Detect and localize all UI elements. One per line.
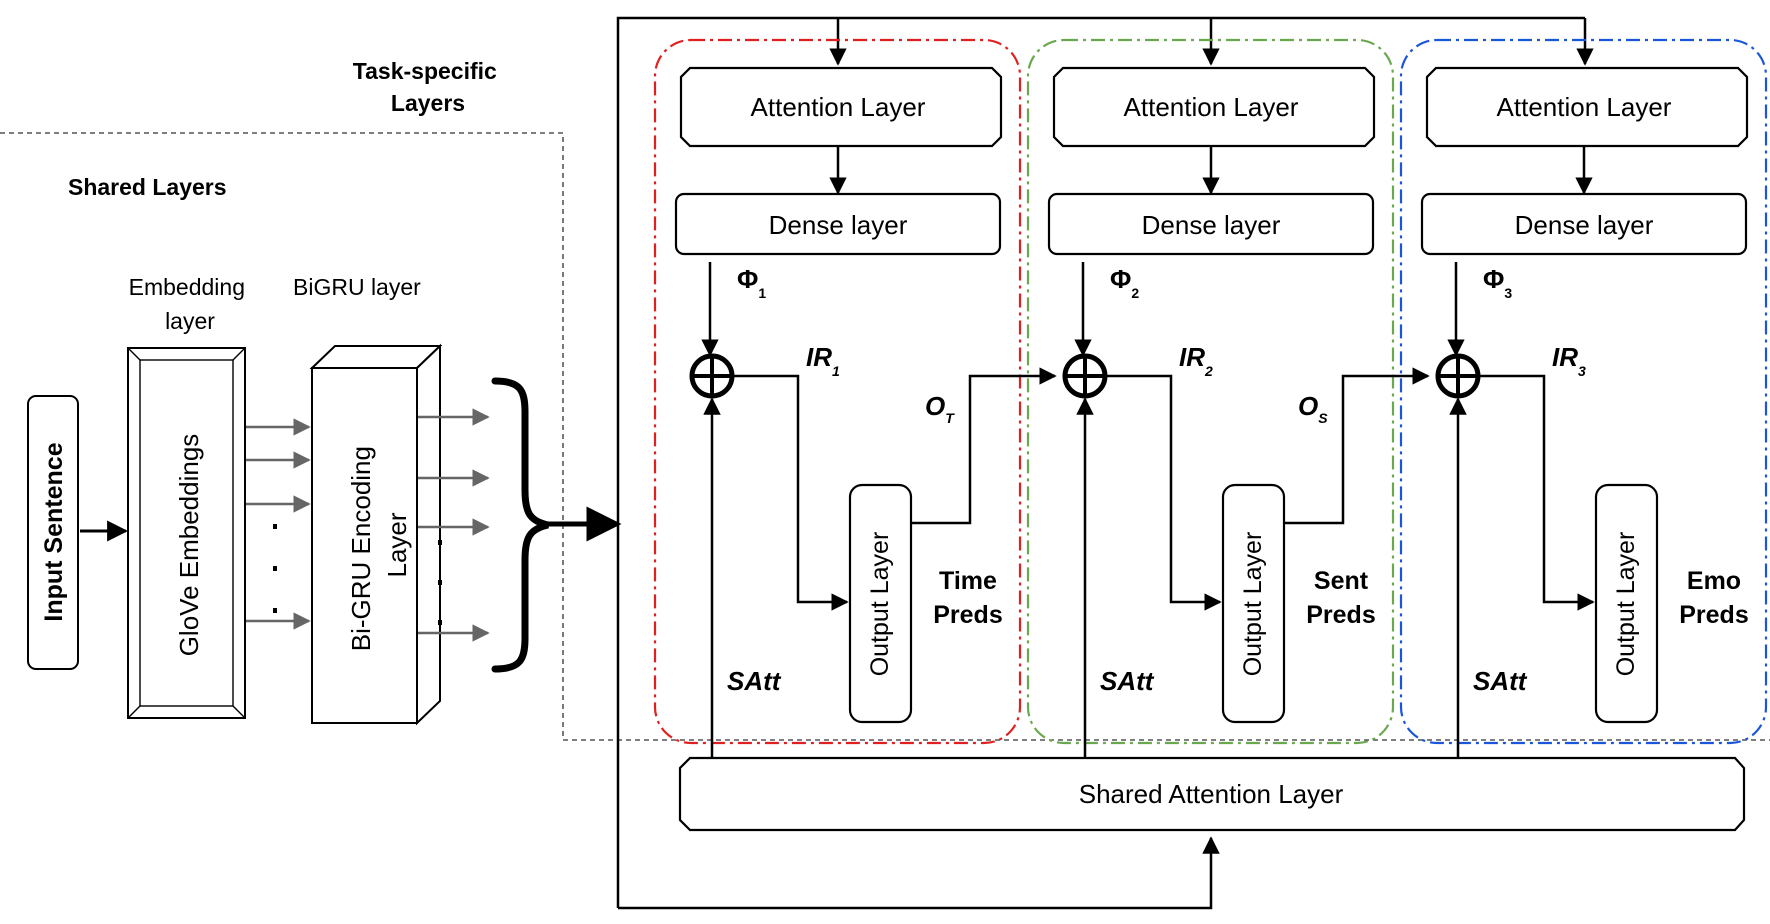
preds-label-line2-1: Preds <box>933 601 1002 629</box>
preds-label-line2-3: Preds <box>1679 601 1748 629</box>
shared-layers-label: Shared Layers <box>68 174 227 200</box>
ir-path-3 <box>1478 374 1595 611</box>
glove-embedding-block <box>127 347 246 719</box>
ellipsis-dots-2 <box>438 540 442 625</box>
curly-brace <box>491 377 549 673</box>
attention-layer-label-3: Attention Layer <box>1497 92 1672 122</box>
dense-layer-label-1: Dense layer <box>769 210 908 240</box>
embedding-layer-label: Embedding layer <box>129 274 252 334</box>
bigru-encoding-block <box>309 343 443 726</box>
ir-path-1 <box>732 374 849 611</box>
output-feed-arrow-2 <box>1284 367 1430 525</box>
output-var-label-2: OS <box>1298 391 1328 426</box>
ir-path-2 <box>1105 374 1222 611</box>
output-layer-2 <box>1221 483 1286 724</box>
phi-label-3: Φ3 <box>1483 264 1512 301</box>
dense-layer-2 <box>1047 192 1375 256</box>
phi-label-2: Φ2 <box>1110 264 1139 301</box>
task-boundary-2 <box>1026 38 1395 745</box>
satt-label-3: SAtt <box>1473 666 1528 696</box>
ellipsis-dots-1 <box>273 524 277 613</box>
attention-layer-2 <box>1052 66 1376 148</box>
attention-layer-1 <box>679 66 1003 148</box>
output-layer-label-1: Output Layer <box>866 532 894 677</box>
preds-label-line1-1: Time <box>939 567 997 595</box>
preds-label-line1-3: Emo <box>1687 567 1741 595</box>
glove-embeddings-label: GloVe Embeddings <box>174 434 204 657</box>
phi-label-1: Φ1 <box>737 264 766 301</box>
output-layer-label-3: Output Layer <box>1612 532 1640 677</box>
attention-layer-label-1: Attention Layer <box>751 92 926 122</box>
shared-attention-label: Shared Attention Layer <box>1079 779 1344 809</box>
embedding-to-bigru-arrows <box>246 418 311 630</box>
ir-label-1: IR1 <box>806 342 840 379</box>
dense-layer-1 <box>674 192 1002 256</box>
input-sentence-box <box>27 395 79 670</box>
satt-label-2: SAtt <box>1100 666 1155 696</box>
dense-layer-label-3: Dense layer <box>1515 210 1654 240</box>
task-boundary-3 <box>1399 38 1768 745</box>
output-feed-arrow-1 <box>911 367 1057 525</box>
attention-layer-3 <box>1425 66 1749 148</box>
ir-label-2: IR2 <box>1179 342 1213 379</box>
task-specific-label: Task-specific Layers <box>353 58 503 116</box>
dense-layer-3 <box>1420 192 1748 256</box>
bigru-output-arrows <box>418 408 490 642</box>
dense-layer-label-2: Dense layer <box>1142 210 1281 240</box>
output-var-label-1: OT <box>925 391 955 426</box>
bigru-layer-label: BiGRU layer <box>293 274 421 300</box>
output-layer-3 <box>1594 483 1659 724</box>
ir-label-3: IR3 <box>1552 342 1586 379</box>
output-layer-1 <box>848 483 913 724</box>
attention-layer-label-2: Attention Layer <box>1124 92 1299 122</box>
input-sentence-label: Input Sentence <box>40 442 68 621</box>
preds-label-line1-2: Sent <box>1314 567 1369 595</box>
bigru-encoding-label: Bi-GRU Encoding Layer <box>346 439 412 651</box>
task-boundary-1 <box>653 38 1022 745</box>
satt-label-1: SAtt <box>727 666 782 696</box>
output-layer-label-2: Output Layer <box>1239 532 1267 677</box>
shared-layers-region <box>0 132 1770 741</box>
shared-attention-layer <box>678 756 1746 832</box>
preds-label-line2-2: Preds <box>1306 601 1375 629</box>
